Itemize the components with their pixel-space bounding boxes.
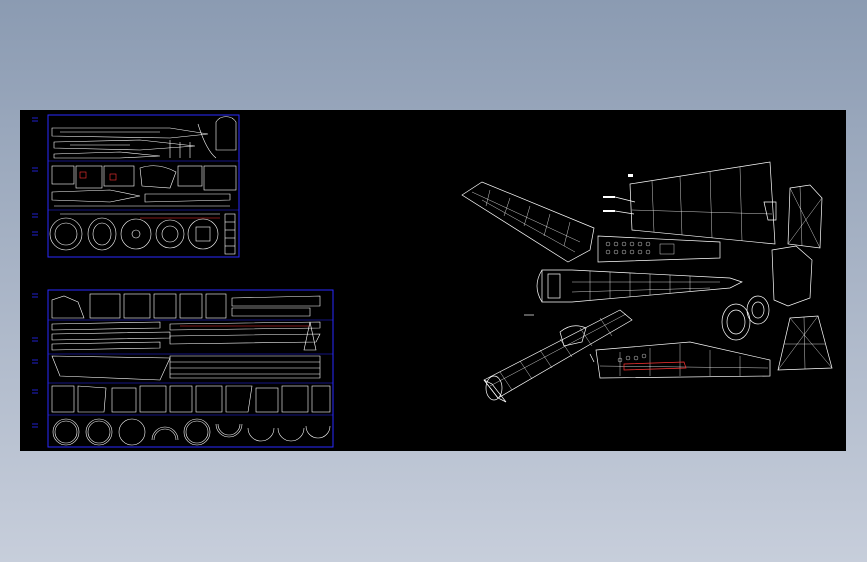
cad-drawing-canvas[interactable] xyxy=(20,110,846,451)
parts-sheet-bottom xyxy=(32,289,334,448)
parts-sheet-top xyxy=(32,114,240,258)
cad-drawing xyxy=(32,114,833,448)
aircraft-exploded-view xyxy=(461,161,833,403)
